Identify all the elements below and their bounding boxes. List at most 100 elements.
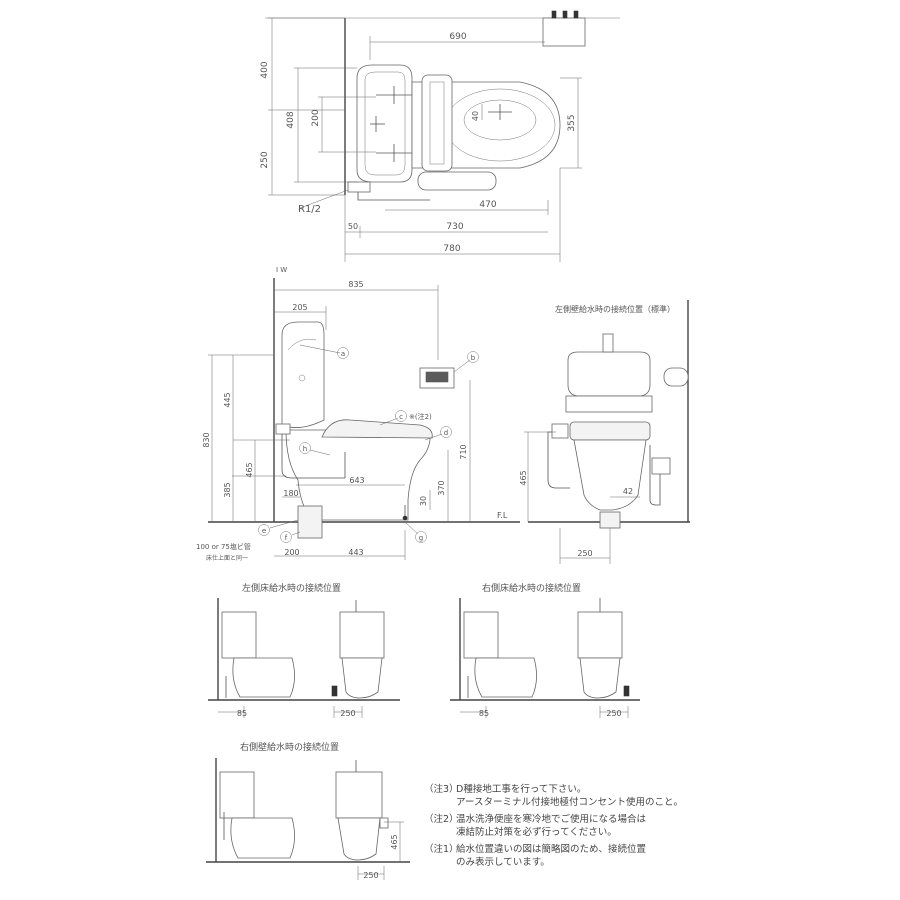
notes-block: （注3） D種接地工事を行って下さい。 アースターミナル付接地極付コンセント使用… <box>424 783 894 873</box>
note-1: （注1） 給水位置違いの図は簡略図のため、接続位置 のみ表示しています。 <box>424 843 894 869</box>
side-supply-pipe <box>281 428 346 479</box>
front-elevation: 左側壁給水時の接続位置（標準） 465 42 250 <box>519 300 690 564</box>
plan-center-marks <box>370 86 512 162</box>
side-drain-note: 100 or 75塩ビ管 <box>196 542 251 551</box>
plan-thread-label: R1/2 <box>298 204 321 215</box>
front-drain <box>599 511 621 529</box>
side-dim-443: 443 <box>348 548 363 557</box>
callout-b <box>467 351 479 363</box>
rw-dimension-lines <box>357 821 404 880</box>
plan-view: 690 400 408 200 40 250 355 470 50 730 78… <box>260 10 620 262</box>
front-title: 左側壁給水時の接続位置（標準） <box>555 304 675 314</box>
side-paper-holder-roll <box>425 371 449 383</box>
plan-dim-50: 50 <box>348 222 358 231</box>
front-outlet <box>651 457 671 475</box>
rf-front-bowl <box>579 657 621 699</box>
rw-side-bowl <box>230 817 295 859</box>
front-tank <box>567 351 651 397</box>
lf-front-bowl <box>341 657 383 699</box>
side-dim-370: 370 <box>437 480 446 495</box>
callout-b-label: b <box>471 354 476 362</box>
callout-d <box>440 426 452 438</box>
plan-seat-opening <box>463 99 537 141</box>
callout-a <box>337 347 349 359</box>
note-3: （注3） D種接地工事を行って下さい。 アースターミナル付接地極付コンセント使用… <box>424 783 894 809</box>
side-dim-205: 205 <box>292 303 307 312</box>
lf-side-bowl <box>232 657 295 698</box>
rf-dim-250: 250 <box>606 709 621 718</box>
side-callouts: a b c ※(注2) d e f g h <box>258 344 479 543</box>
plan-outlet-pin <box>562 10 568 19</box>
side-dim-643: 643 <box>349 476 364 485</box>
lf-dimension-lines <box>218 706 363 718</box>
plan-dimension-lines <box>268 17 582 262</box>
rf-front-tank <box>577 611 623 659</box>
front-stop-valve <box>551 423 569 439</box>
front-paper-holder <box>663 367 689 387</box>
variant-right-wall: 右側壁給水時の接続位置 465 250 <box>206 741 410 880</box>
callout-d-label: d <box>444 429 448 437</box>
callout-g-label: g <box>419 534 423 542</box>
front-tank-lower <box>565 395 653 413</box>
note-2-text: 温水洗浄便座を寒冷地でご使用になる場合は 凍結防止対策を必ず行ってください。 <box>456 814 647 838</box>
variant-left-floor-title: 左側床給水時の接続位置 <box>242 582 341 594</box>
side-dim-465: 465 <box>245 462 254 477</box>
side-bowl <box>285 429 431 521</box>
side-dim-445: 445 <box>223 392 232 407</box>
lf-front-supply <box>331 685 338 697</box>
plan-dim-250: 250 <box>260 151 270 168</box>
callout-c <box>395 410 407 422</box>
front-dim-465: 465 <box>519 470 528 485</box>
front-dim-42: 42 <box>623 487 633 496</box>
side-dimension-lines <box>208 285 471 560</box>
lf-side-tank <box>221 611 257 659</box>
note-1-text: 給水位置違いの図は簡略図のため、接続位置 のみ表示しています。 <box>456 844 647 868</box>
side-seat-note: ※(注2) <box>409 412 432 421</box>
plan-control-panel <box>417 171 497 191</box>
plan-dim-400: 400 <box>260 61 270 78</box>
callout-a-label: a <box>341 350 345 358</box>
note-1-label: （注1） <box>424 844 459 855</box>
variant-right-wall-title: 右側壁給水時の接続位置 <box>240 741 339 753</box>
lf-dim-85: 85 <box>237 709 247 718</box>
side-dim-180: 180 <box>283 489 298 498</box>
lf-front-tank <box>339 611 385 659</box>
callout-h-label: h <box>303 445 307 453</box>
side-drain-note2: 床仕上面と同一 <box>206 554 248 562</box>
side-floor-label: F.L <box>497 511 508 520</box>
front-supply-pipe <box>547 431 570 489</box>
plan-dim-40: 40 <box>471 111 480 121</box>
rw-dim-250: 250 <box>363 871 378 880</box>
front-dim-250: 250 <box>577 549 592 558</box>
variant-right-floor: 右側床給水時の接続位置 85 250 <box>450 582 640 718</box>
front-seat <box>569 421 651 441</box>
rw-side-tank <box>219 771 255 819</box>
front-bowl <box>573 439 647 511</box>
callout-e <box>258 524 270 536</box>
side-dim-835: 835 <box>348 280 363 289</box>
plan-dim-780: 780 <box>443 244 460 254</box>
rf-side-bowl <box>474 657 537 698</box>
lf-dim-250: 250 <box>340 709 355 718</box>
side-dim-30: 30 <box>419 496 428 506</box>
callout-c-label: c <box>399 413 403 421</box>
plan-hinge-inner <box>429 81 445 165</box>
callout-f <box>280 531 292 543</box>
rf-front-supply <box>623 685 630 697</box>
plan-hinge-unit <box>421 74 453 172</box>
rw-front-bowl <box>337 817 381 861</box>
side-dim-385: 385 <box>223 482 232 497</box>
side-wall-mark: I W <box>276 266 287 274</box>
variant-left-floor: 左側床給水時の接続位置 85 250 <box>208 582 400 718</box>
note-2-label: （注2） <box>424 814 459 825</box>
front-tank-spout <box>602 333 614 353</box>
callout-g <box>415 531 427 543</box>
side-tank <box>281 321 325 428</box>
side-stop-valve <box>275 423 291 435</box>
plan-tank-inner <box>364 71 406 176</box>
side-dim-710: 710 <box>459 444 468 459</box>
rf-side-tank <box>463 611 499 659</box>
plan-dim-355: 355 <box>567 114 577 131</box>
side-tank-lever <box>298 374 306 382</box>
